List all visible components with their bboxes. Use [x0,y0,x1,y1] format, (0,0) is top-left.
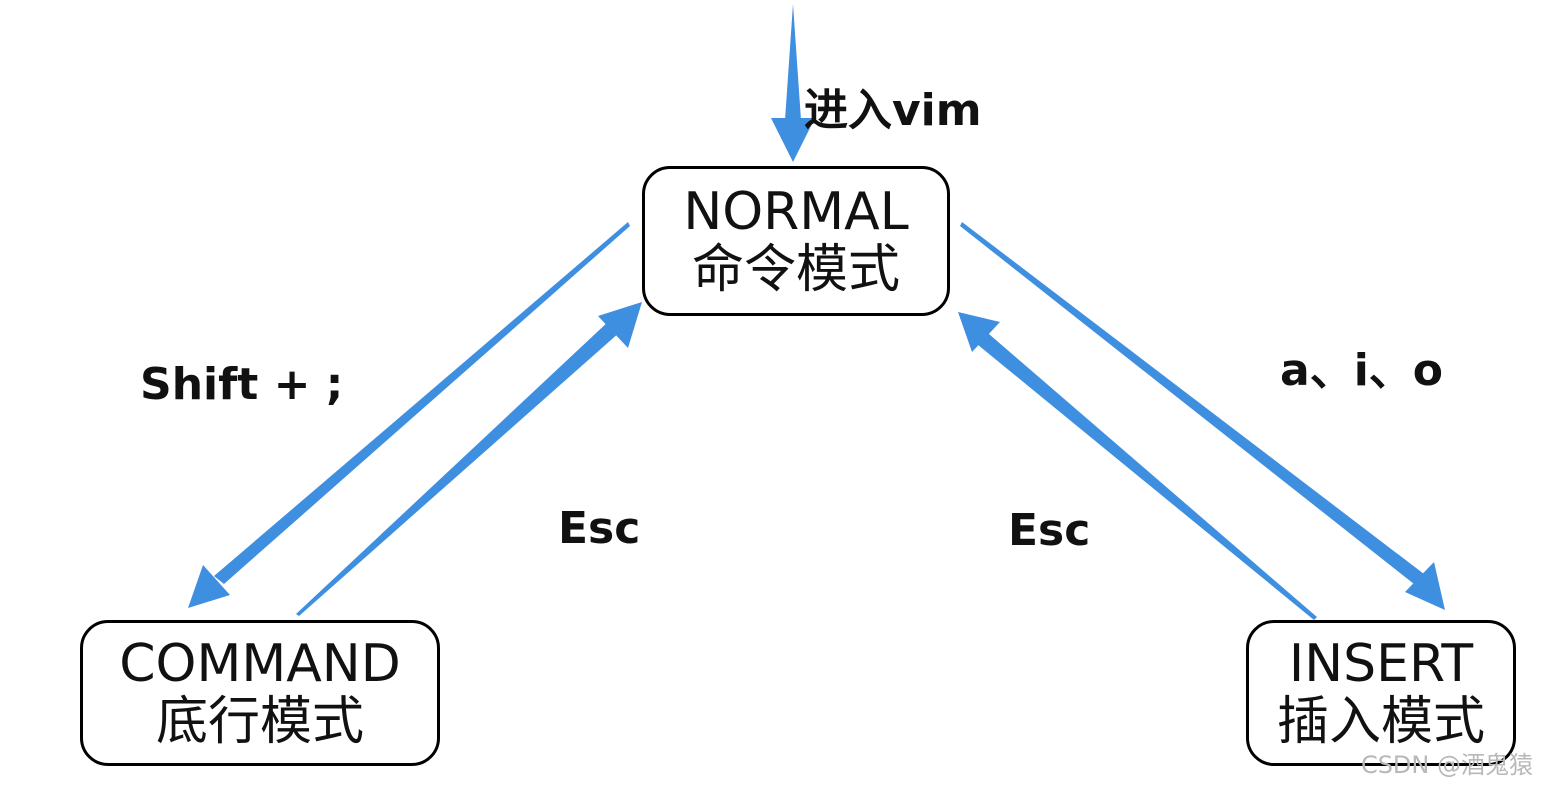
normal-mode-node: NORMAL 命令模式 [642,166,950,316]
entry-arrow-shaft [785,4,801,120]
insert-mode-node: INSERT 插入模式 [1246,620,1516,766]
entry-arrow-head [771,118,815,162]
arrow-normal-to-insert-shaft [960,222,1424,584]
enter-vim-label: 进入vim [804,85,982,136]
command-mode-node: COMMAND 底行模式 [80,620,440,766]
arrow-normal-to-insert-head [1405,562,1445,610]
arrow-command-to-normal-shaft [296,320,620,616]
shift-semicolon-label: Shift + ; [140,359,344,410]
insert-mode-zh-label: 插入模式 [1276,692,1485,752]
arrow-normal-to-command-shaft [214,222,630,584]
normal-mode-zh-label: 命令模式 [691,240,900,300]
aio-label: a、i、o [1280,345,1444,396]
arrow-command-to-normal-head [598,302,642,348]
arrow-insert-to-normal-shaft [972,328,1317,620]
arrow-insert-to-normal-head [958,312,1000,352]
csdn-watermark: CSDN @酒鬼猿 [1360,751,1533,779]
command-mode-zh-label: 底行模式 [155,692,364,752]
esc-right-label: Esc [1008,505,1091,556]
insert-mode-en-label: INSERT [1288,634,1474,694]
arrow-normal-to-command-head [188,565,230,608]
esc-left-label: Esc [558,503,641,554]
command-mode-en-label: COMMAND [119,634,401,694]
normal-mode-en-label: NORMAL [683,182,909,242]
